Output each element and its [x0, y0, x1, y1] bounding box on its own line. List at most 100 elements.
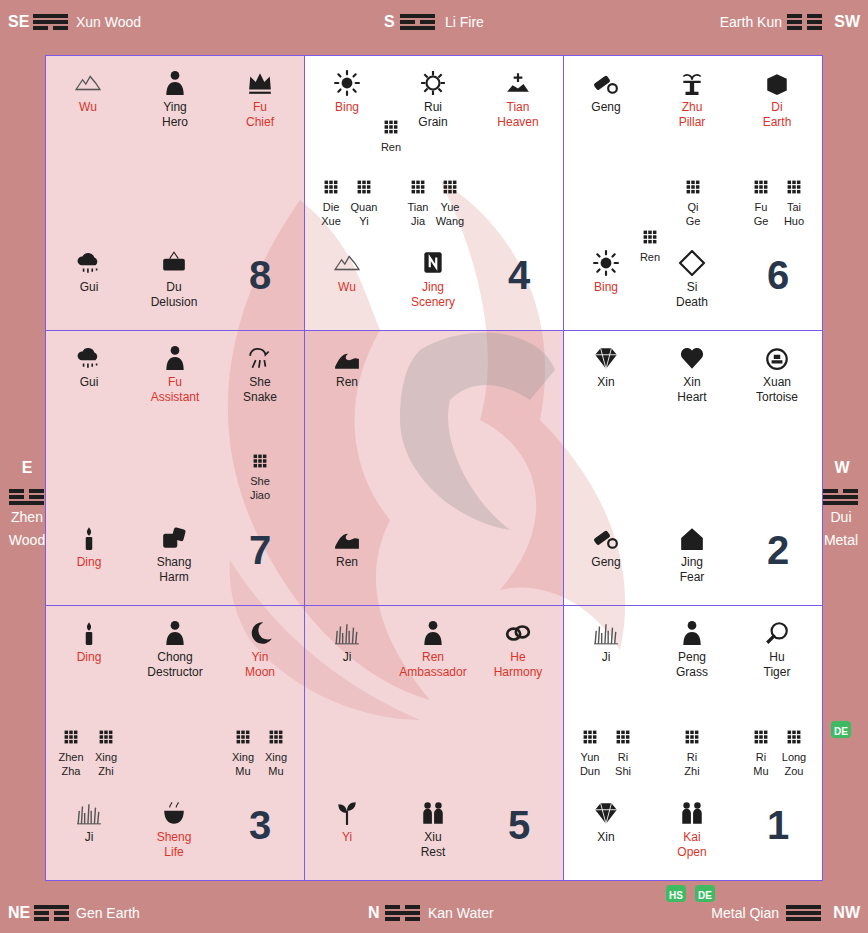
palace-text: Quan Yi	[351, 200, 378, 228]
palace-text: Die Xue	[321, 200, 341, 228]
palace-text: Ji	[85, 830, 94, 845]
trigram-symbol	[33, 14, 68, 30]
direction-label: SW	[834, 13, 860, 31]
phoenix-watermark	[228, 180, 625, 720]
symbol-icon	[161, 800, 187, 826]
palace-box: XinXin HeartXuan TortoiseGengJing Fear2	[563, 330, 823, 606]
symbol-icon	[685, 730, 699, 744]
symbol-icon	[593, 250, 619, 276]
symbol-icon	[64, 730, 78, 744]
symbol-icon	[247, 620, 273, 646]
palace-text: She Jiao	[250, 474, 270, 502]
palace-fill	[45, 55, 304, 330]
symbol-icon	[76, 525, 102, 551]
symbol-icon	[679, 70, 705, 96]
symbol-icon	[334, 800, 360, 826]
palace-text: Wu	[79, 100, 97, 115]
symbol-icon	[334, 525, 360, 551]
palace-number: 5	[508, 801, 530, 849]
palace-text: Rui Grain	[418, 100, 447, 130]
palace-text: Ren	[381, 140, 401, 154]
palace-text: Xin	[597, 830, 614, 845]
palace-text: Qi Ge	[686, 200, 701, 228]
direction-label: SE	[8, 13, 29, 31]
palace-box: JiRen AmbassadorHe HarmonyYiXiu Rest5	[304, 605, 564, 881]
symbol-icon	[787, 730, 801, 744]
palace-fill	[304, 55, 563, 330]
symbol-icon	[505, 70, 531, 96]
symbol-icon	[253, 454, 267, 468]
trigram-symbol	[34, 905, 69, 921]
palace-number: 4	[508, 251, 530, 299]
palace-fill	[563, 330, 822, 605]
symbol-icon	[357, 180, 371, 194]
palace-text: Chong Destructor	[147, 650, 202, 680]
symbol-icon	[679, 620, 705, 646]
symbol-icon	[269, 730, 283, 744]
symbol-icon	[505, 620, 531, 646]
palace-text: Gui	[80, 280, 99, 295]
palace-text: Sheng Life	[157, 830, 192, 860]
symbol-icon	[764, 345, 790, 371]
palace-box: RenRen	[304, 330, 564, 606]
direction-label: Zhen Wood	[9, 506, 45, 552]
trigram-symbol	[823, 489, 858, 505]
symbol-icon	[754, 730, 768, 744]
palace-text: Hu Tiger	[764, 650, 791, 680]
symbol-icon	[334, 70, 360, 96]
symbol-icon	[334, 345, 360, 371]
symbol-icon	[593, 800, 619, 826]
symbol-icon	[583, 730, 597, 744]
palace-text: Di Earth	[763, 100, 792, 130]
palace-text: Long Zou	[782, 750, 806, 778]
palace-text: Ri Mu	[753, 750, 768, 778]
palace-text: Fu Assistant	[151, 375, 200, 405]
badge: DE	[695, 885, 715, 902]
symbol-icon	[420, 70, 446, 96]
palace-text: Ren	[336, 555, 358, 570]
palace-number: 7	[249, 526, 271, 574]
trigram-symbol	[787, 14, 822, 30]
palace-box: WuYing HeroFu ChiefGuiDu Delusion8	[45, 55, 305, 331]
symbol-icon	[443, 180, 457, 194]
palace-text: Xin	[597, 375, 614, 390]
trigram-symbol	[385, 905, 420, 921]
palace-text: Xing Zhi	[95, 750, 117, 778]
symbol-icon	[324, 180, 338, 194]
palace-text: Geng	[591, 100, 620, 115]
palace-text: Xing Mu	[265, 750, 287, 778]
palace-number: 1	[767, 801, 789, 849]
palace-text: Tian Jia	[408, 200, 429, 228]
palace-text: Yin Moon	[245, 650, 275, 680]
symbol-icon	[247, 345, 273, 371]
palace-text: Si Death	[676, 280, 708, 310]
direction-label: W	[834, 459, 849, 477]
palace-fill	[563, 55, 822, 330]
palace-fill	[563, 605, 822, 880]
symbol-icon	[236, 730, 250, 744]
symbol-icon	[593, 620, 619, 646]
direction-label: N	[368, 904, 380, 922]
symbol-icon	[384, 120, 398, 134]
badge-text: DE	[698, 890, 712, 901]
palace-text: Yue Wang	[436, 200, 464, 228]
symbol-icon	[161, 250, 187, 276]
symbol-icon	[334, 250, 360, 276]
palace-text: Ding	[77, 555, 102, 570]
symbol-icon	[679, 525, 705, 551]
palace-text: Bing	[594, 280, 618, 295]
badge-text: HS	[669, 890, 683, 901]
palace-text: Ren	[336, 375, 358, 390]
symbol-icon	[679, 345, 705, 371]
symbol-icon	[643, 230, 657, 244]
palace-text: Ren Ambassador	[399, 650, 466, 680]
palace-box: JiPeng GrassHu TigerYun DunRi ShiRi ZhiR…	[563, 605, 823, 881]
palace-text: Zhen Zha	[58, 750, 83, 778]
palace-number: 3	[249, 801, 271, 849]
palace-text: Xin Heart	[677, 375, 706, 405]
symbol-icon	[764, 620, 790, 646]
trigram-symbol	[786, 905, 821, 921]
palace-text: Yi	[342, 830, 352, 845]
palace-text: Xing Mu	[232, 750, 254, 778]
